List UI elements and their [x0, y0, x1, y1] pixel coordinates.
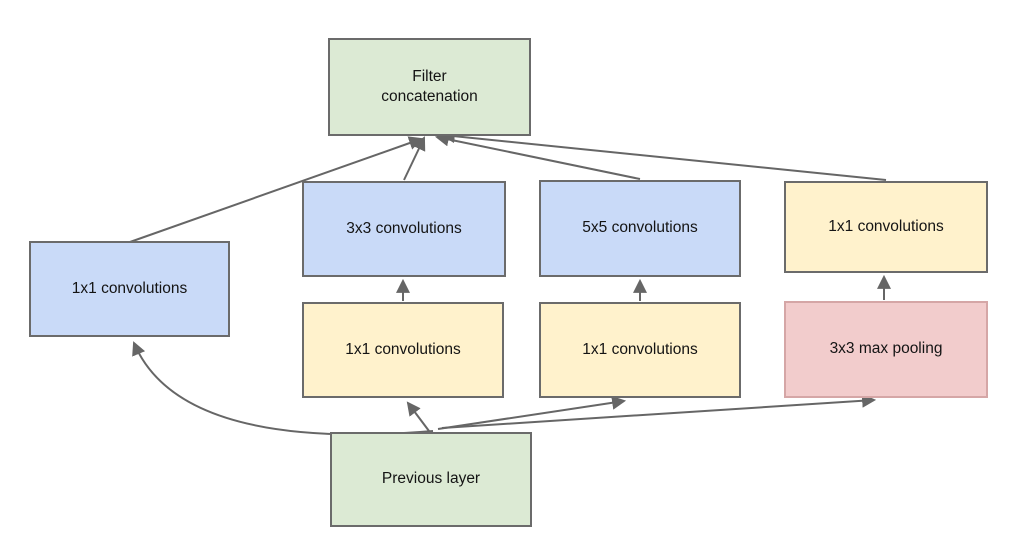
node-label: 3x3 convolutions	[346, 219, 462, 237]
edge-prev-to-b2conv1x1	[406, 401, 430, 432]
node-label: Previous layer	[381, 470, 481, 488]
node-branch2-1x1-convolutions: 1x1 convolutions	[302, 302, 504, 398]
node-branch4-3x3-max-pooling: 3x3 max pooling	[784, 301, 988, 398]
node-filter-concatenation: Filter concatenation	[328, 38, 531, 136]
edge-conv3x3-to-concat	[403, 136, 426, 181]
node-label: 1x1 convolutions	[345, 340, 461, 358]
edge-prev-to-b3conv1x1	[437, 395, 627, 430]
node-label: 3x3 max pooling	[829, 340, 943, 358]
node-branch4-1x1-convolutions: 1x1 convolutions	[784, 181, 988, 273]
edge-conv5x5-to-concat	[434, 132, 641, 180]
node-label: 1x1 convolutions	[582, 340, 698, 358]
node-label: 1x1 convolutions	[71, 279, 188, 297]
node-label: 1x1 convolutions	[828, 217, 944, 235]
edge-prev-to-maxpool	[441, 393, 877, 429]
edge-b4conv1x1-to-concat	[440, 129, 887, 181]
node-label: 5x5 convolutions	[582, 219, 698, 237]
node-previous-layer: Previous layer	[330, 432, 532, 527]
node-branch2-3x3-convolutions: 3x3 convolutions	[302, 181, 506, 277]
node-branch3-5x5-convolutions: 5x5 convolutions	[539, 180, 741, 277]
node-label: Filter concatenation	[381, 67, 478, 105]
node-branch3-1x1-convolutions: 1x1 convolutions	[539, 302, 741, 398]
node-branch1-1x1-convolutions: 1x1 convolutions	[29, 241, 230, 337]
